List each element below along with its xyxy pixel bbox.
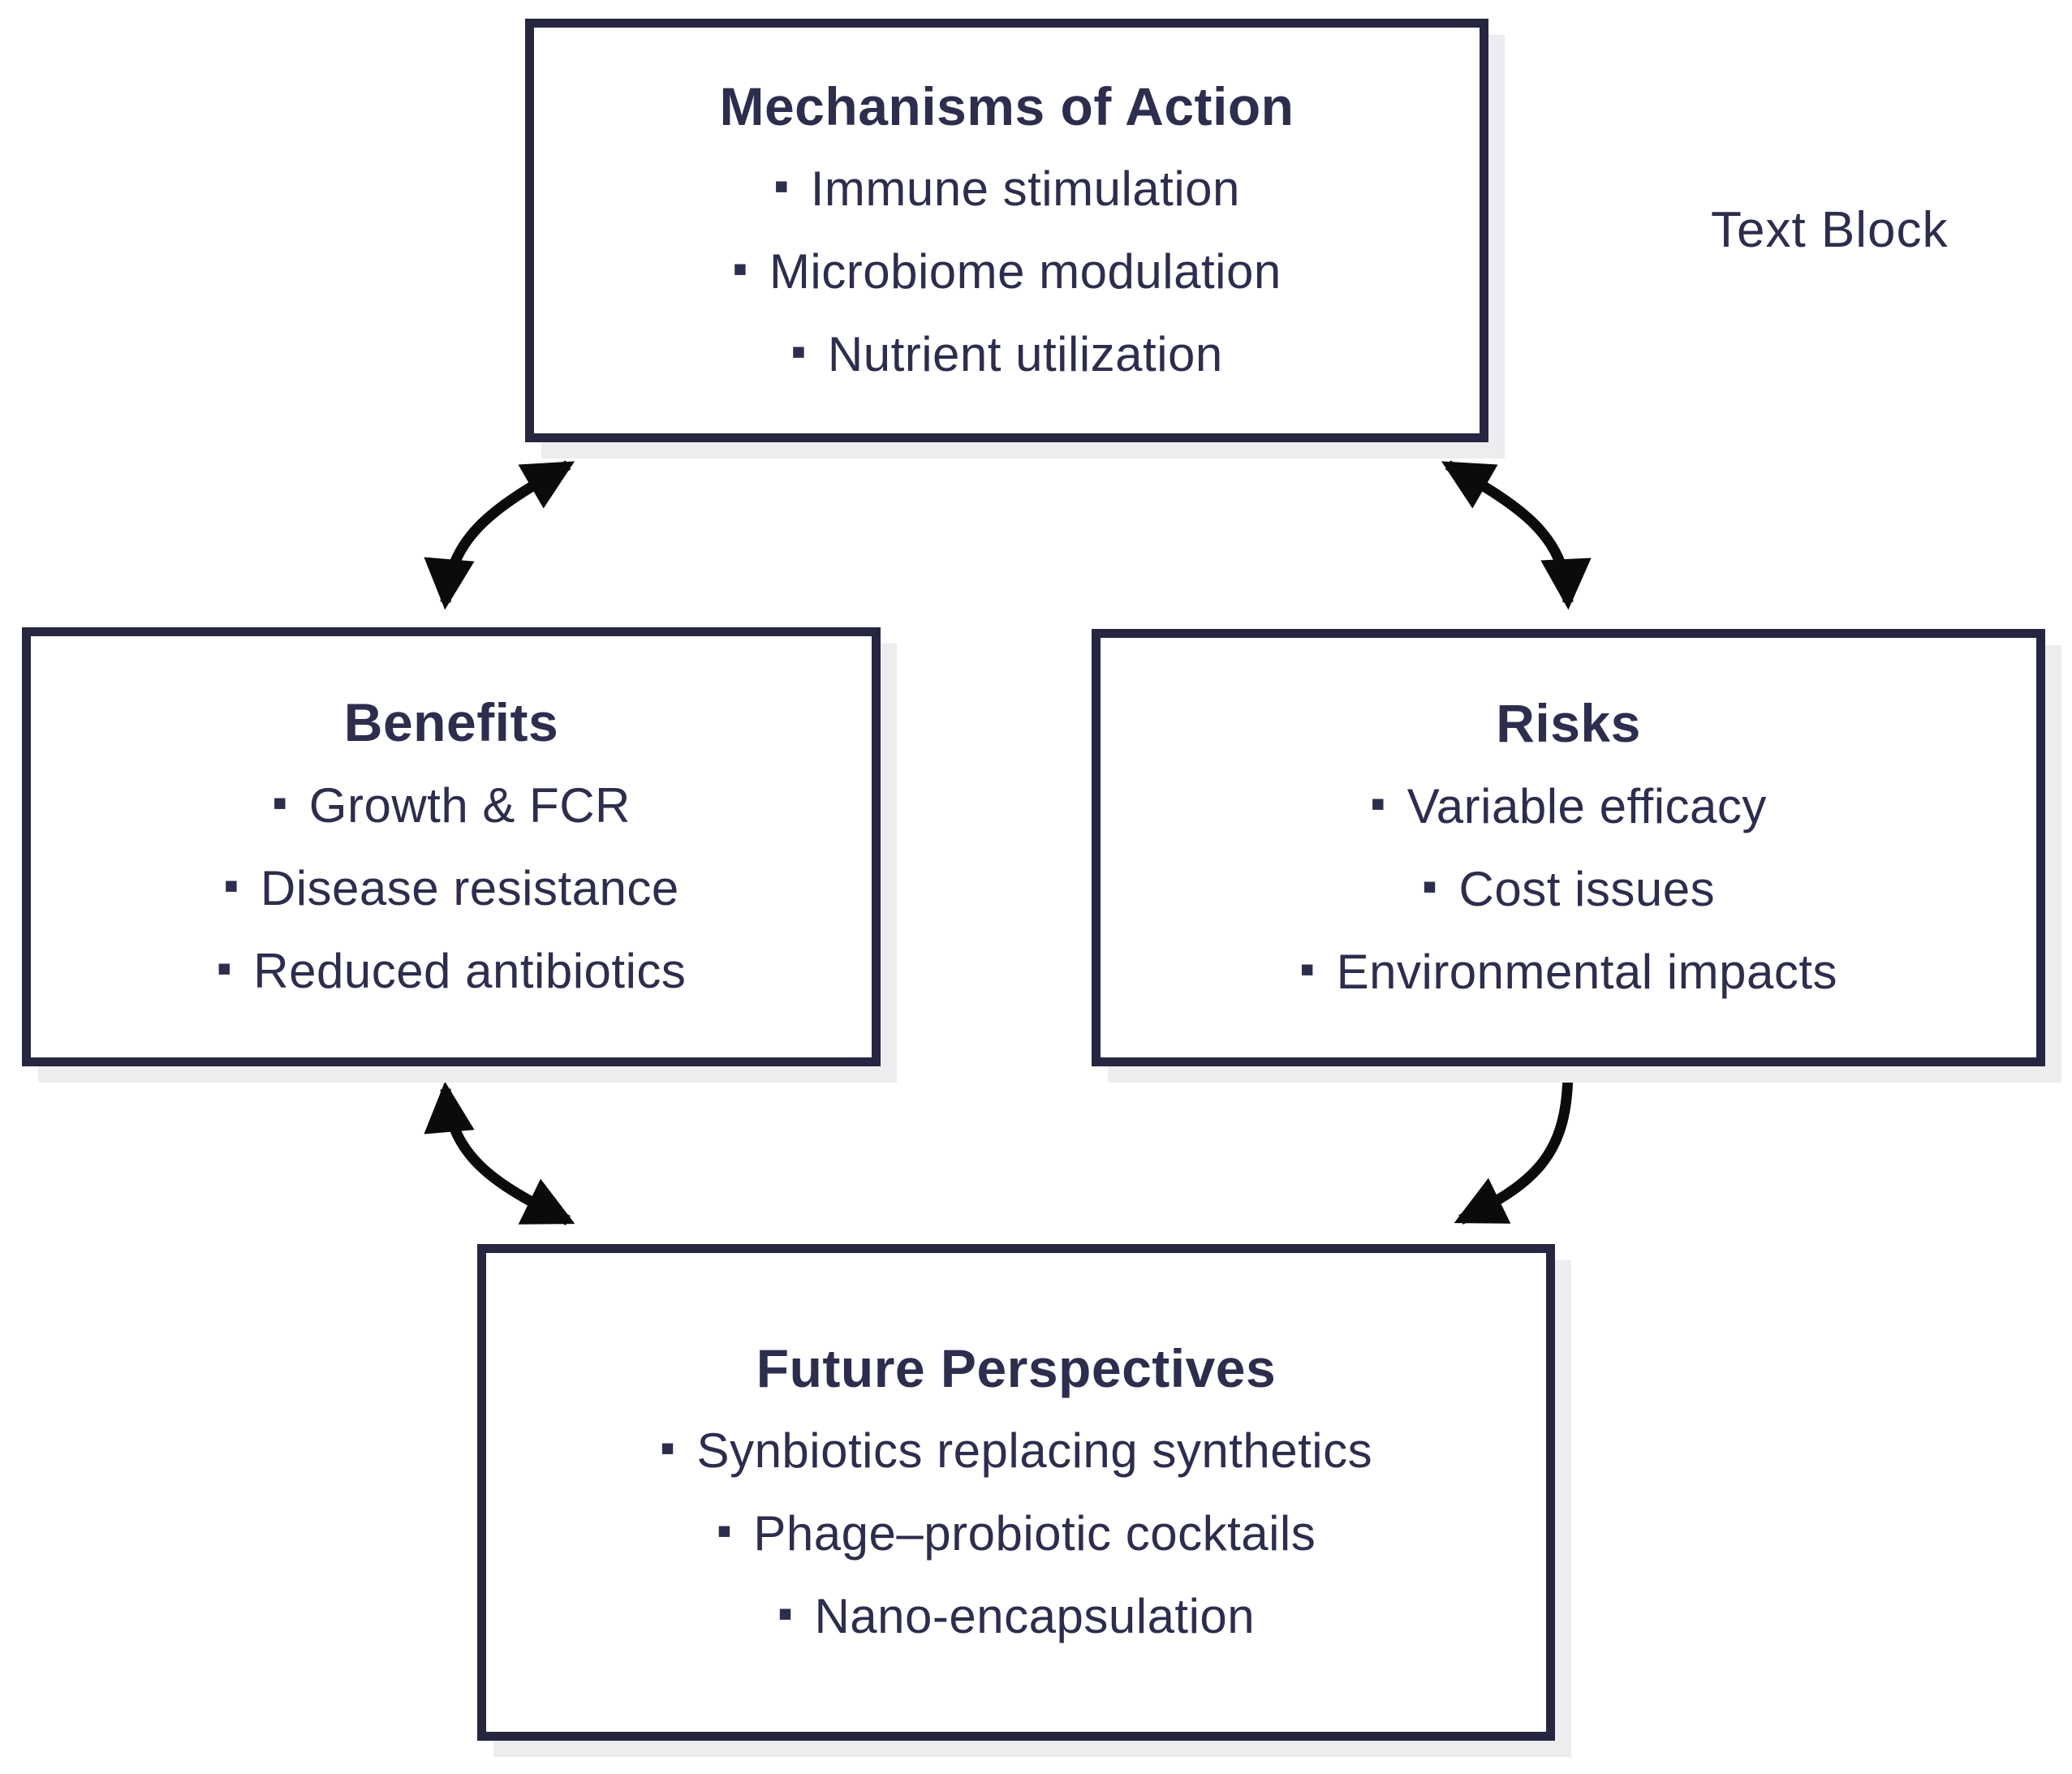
node-title: Future Perspectives [756, 1337, 1277, 1398]
arrow-mechanisms-benefits [424, 460, 575, 610]
arrow-mechanisms-risks [1441, 460, 1592, 610]
node-item-label: Environmental impacts [1336, 944, 1838, 999]
bullet-icon: ▪ [659, 1423, 676, 1473]
node-title: Mechanisms of Action [719, 75, 1294, 136]
node-item-label: Synbiotics replacing synthetics [696, 1423, 1373, 1479]
node-item: ▪ Nano-encapsulation [778, 1575, 1255, 1658]
node-title: Benefits [343, 692, 559, 753]
node-item: ▪ Synbiotics replacing synthetics [660, 1410, 1372, 1492]
node-item: ▪ Immune stimulation [773, 148, 1240, 230]
bullet-icon: ▪ [716, 1506, 733, 1556]
bullet-icon: ▪ [223, 860, 239, 910]
node-future: Future Perspectives ▪ Synbiotics replacin… [477, 1244, 1555, 1741]
node-item-label: Immune stimulation [810, 161, 1240, 217]
node-item: ▪ Growth & FCR [272, 764, 631, 847]
node-benefits: Benefits ▪ Growth & FCR ▪ Disease resistan… [22, 627, 881, 1066]
node-item: ▪ Environmental impacts [1299, 931, 1837, 1014]
arrow-risks-future [1454, 1067, 1574, 1225]
node-title: Risks [1496, 693, 1641, 754]
node-item: ▪ Variable efficacy [1370, 765, 1767, 848]
node-item: ▪ Phage–probiotic cocktails [717, 1492, 1316, 1575]
bullet-icon: ▪ [1299, 944, 1316, 993]
bullet-icon: ▪ [216, 943, 233, 992]
node-item: ▪ Reduced antibiotics [217, 930, 687, 1013]
node-item-label: Disease resistance [260, 860, 679, 915]
bullet-icon: ▪ [1370, 778, 1386, 828]
node-item: ▪ Nutrient utilization [790, 313, 1223, 396]
node-item: ▪ Microbiome modulation [732, 230, 1281, 313]
node-item-label: Phage–probiotic cocktails [753, 1506, 1316, 1561]
node-item-label: Reduced antibiotics [253, 943, 687, 998]
arrow-benefits-future [424, 1081, 575, 1225]
node-item: ▪ Cost issues [1422, 848, 1715, 931]
bullet-icon: ▪ [272, 777, 288, 827]
node-item-label: Variable efficacy [1406, 778, 1767, 833]
node-risks: Risks ▪ Variable efficacy ▪ Cost issues ▪ E… [1092, 629, 2045, 1066]
node-item-label: Nano-encapsulation [814, 1589, 1256, 1644]
node-item-label: Growth & FCR [308, 777, 631, 833]
node-item: ▪ Disease resistance [223, 847, 679, 930]
bullet-icon: ▪ [777, 1589, 794, 1638]
bullet-icon: ▪ [732, 244, 748, 294]
node-item-label: Cost issues [1458, 861, 1716, 916]
bullet-icon: ▪ [790, 327, 807, 377]
text-block-label: Text Block [1711, 202, 1949, 258]
bullet-icon: ▪ [1421, 861, 1438, 911]
node-mechanisms: Mechanisms of Action ▪ Immune stimulation… [525, 19, 1488, 442]
node-item-label: Microbiome modulation [769, 244, 1282, 299]
bullet-icon: ▪ [773, 161, 790, 211]
node-item-label: Nutrient utilization [827, 327, 1223, 382]
